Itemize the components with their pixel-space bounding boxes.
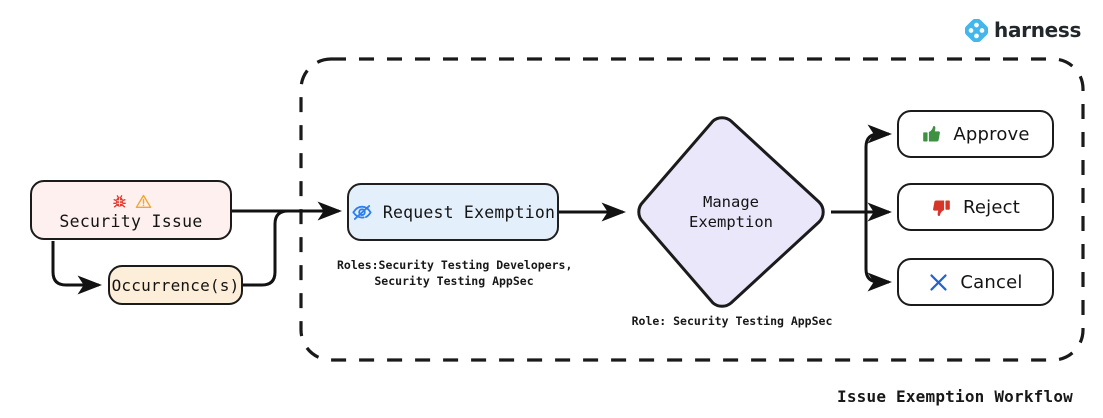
- node-occurrences[interactable]: Occurrence(s): [108, 265, 243, 305]
- node-approve[interactable]: Approve: [897, 110, 1054, 158]
- manage-exemption-role-note: Role: Security Testing AppSec: [631, 314, 833, 328]
- node-security-issue[interactable]: Security Issue: [30, 180, 232, 240]
- security-issue-label: Security Issue: [59, 211, 203, 231]
- request-exemption-label: Request Exemption: [382, 202, 556, 222]
- reject-label: Reject: [962, 196, 1020, 218]
- edge-security-to-occurrences: [51, 241, 103, 295]
- occurrences-label: Occurrence(s): [111, 275, 240, 295]
- edge-occurrences-to-request: [243, 209, 330, 287]
- warning-triangle-icon: [135, 194, 151, 208]
- diagram-caption: Issue Exemption Workflow: [837, 387, 1073, 406]
- harness-logo: harness: [965, 18, 1081, 42]
- edge-manage-to-cancel: [864, 212, 893, 292]
- node-request-exemption[interactable]: Request Exemption: [347, 183, 559, 241]
- manage-exemption-label-line1: Manage: [703, 192, 759, 211]
- bug-icon: [112, 194, 126, 207]
- harness-diamond-icon: [965, 18, 988, 42]
- manage-exemption-label-block: Manage Exemption: [631, 116, 831, 308]
- cross-icon: [930, 273, 948, 291]
- manage-exemption-diamond-shape: [637, 116, 825, 308]
- request-exemption-roles-note: Roles:Security Testing Developers, Secur…: [337, 258, 573, 288]
- thumbs-down-icon: [933, 200, 950, 216]
- cancel-label: Cancel: [960, 271, 1023, 293]
- edge-manage-to-approve: [864, 124, 893, 212]
- thumbs-up-icon: [923, 125, 941, 141]
- node-cancel[interactable]: Cancel: [897, 258, 1054, 306]
- eye-off-icon: [352, 205, 372, 220]
- node-manage-exemption[interactable]: Manage Exemption: [631, 116, 831, 308]
- manage-exemption-label-line2: Exemption: [689, 213, 773, 231]
- approve-label: Approve: [953, 123, 1030, 145]
- security-issue-icons: [111, 192, 152, 211]
- harness-wordmark: harness: [994, 18, 1082, 42]
- node-reject[interactable]: Reject: [897, 183, 1054, 231]
